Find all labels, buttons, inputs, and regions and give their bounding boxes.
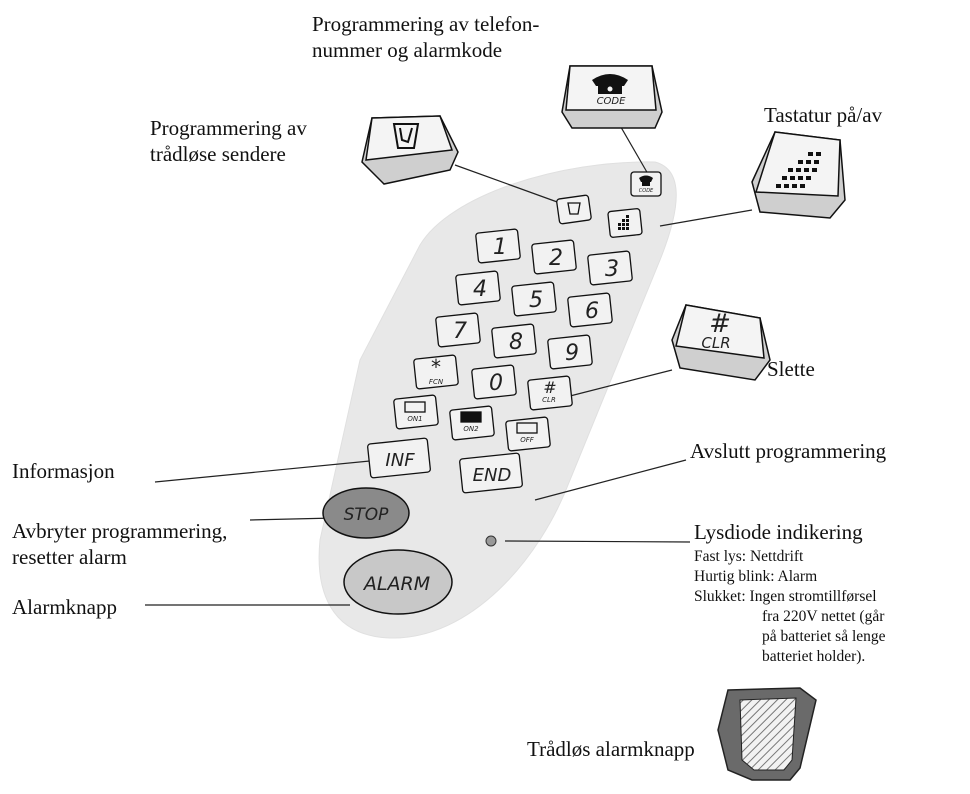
label-wireless-alarm-button: Trådløs alarmknapp	[527, 737, 695, 761]
svg-text:8: 8	[509, 330, 523, 355]
key-end: END	[459, 452, 523, 494]
key-code-small-label: CODE	[639, 188, 654, 194]
label-led-off-1: Slukket: Ingen stromtillførsel	[694, 588, 877, 605]
label-led-fast: Fast lys: Nettdrift	[694, 548, 804, 565]
svg-text:4: 4	[473, 277, 487, 302]
svg-text:7: 7	[453, 319, 467, 344]
label-wireless-programming-2: trådløse sendere	[150, 142, 286, 166]
key-2: 2	[531, 239, 577, 275]
key-wireless-small	[556, 194, 592, 225]
key-7: 7	[435, 312, 481, 348]
clr-enlarged-hash: #	[709, 309, 731, 339]
keypad-toggle-key-enlarged	[751, 131, 846, 219]
key-off: OFF	[505, 416, 551, 452]
key-3: 3	[587, 250, 633, 286]
svg-text:FCN: FCN	[429, 378, 444, 386]
svg-text:INF: INF	[385, 450, 415, 471]
svg-text:ON1: ON1	[407, 415, 422, 423]
label-information: Informasjon	[12, 459, 115, 483]
wireless-key-enlarged	[361, 115, 459, 185]
label-alarm-button: Alarmknapp	[12, 595, 117, 619]
key-keypad-toggle-small	[607, 208, 643, 238]
clr-key-enlarged: # CLR	[671, 304, 771, 381]
svg-text:*: *	[431, 355, 441, 379]
label-led-off-2: fra 220V nettet (går	[762, 608, 885, 625]
stop-button-label: STOP	[344, 505, 390, 525]
key-4: 4	[455, 270, 501, 306]
clr-enlarged-label: CLR	[701, 334, 730, 352]
svg-text:5: 5	[529, 288, 543, 313]
label-led-title: Lysdiode indikering	[694, 520, 863, 544]
label-keypad-toggle: Tastatur på/av	[764, 103, 883, 127]
label-phone-programming-2: nummer og alarmkode	[312, 38, 503, 62]
leader-lines	[145, 121, 753, 606]
svg-text:6: 6	[585, 299, 599, 324]
svg-text:2: 2	[549, 246, 563, 271]
label-led-off-4: batteriet holder).	[762, 648, 866, 665]
key-on1: ON1	[393, 394, 439, 430]
key-star-fcn: * FCN	[413, 354, 459, 390]
label-delete: Slette	[767, 357, 815, 381]
label-wireless-programming-1: Programmering av	[150, 116, 307, 140]
code-key-enlarged: CODE	[561, 65, 663, 129]
keypad-keys: CODE 1 2 3 4	[367, 171, 662, 494]
stop-button: STOP	[322, 487, 410, 539]
alarm-button-label: ALARM	[362, 573, 430, 595]
code-key-label: CODE	[597, 96, 627, 107]
svg-text:1: 1	[493, 235, 507, 260]
key-6: 6	[567, 292, 613, 328]
svg-text:#: #	[543, 378, 556, 397]
wireless-alarm-button-device	[717, 687, 817, 781]
svg-text:END: END	[473, 465, 512, 486]
key-5: 5	[511, 281, 557, 317]
svg-text:CLR: CLR	[542, 396, 556, 404]
keypad-grid-icon	[776, 152, 821, 188]
key-1: 1	[475, 228, 521, 264]
wireless-sender-icon	[392, 123, 420, 149]
alarm-button: ALARM	[343, 549, 453, 615]
key-9: 9	[547, 334, 593, 370]
key-0: 0	[471, 364, 517, 400]
label-abort-1: Avbryter programmering,	[12, 519, 228, 543]
label-led-off-3: på batteriet så lenge	[762, 628, 886, 645]
label-phone-programming-1: Programmering av telefon-	[312, 12, 540, 36]
label-end-programming: Avslutt programmering	[690, 439, 887, 463]
key-hash-clr: # CLR	[527, 375, 573, 411]
svg-text:3: 3	[605, 257, 619, 282]
telephone-icon	[592, 74, 628, 94]
led-indicator	[485, 535, 497, 547]
key-on2: ON2	[449, 405, 495, 441]
svg-text:0: 0	[489, 371, 503, 396]
key-inf: INF	[367, 437, 431, 479]
key-code-small: CODE	[630, 171, 662, 197]
svg-text:9: 9	[565, 341, 579, 366]
key-8: 8	[491, 323, 537, 359]
label-abort-2: resetter alarm	[12, 545, 127, 569]
label-led-blink: Hurtig blink: Alarm	[694, 568, 818, 585]
svg-text:OFF: OFF	[520, 436, 535, 444]
svg-text:ON2: ON2	[463, 425, 479, 433]
